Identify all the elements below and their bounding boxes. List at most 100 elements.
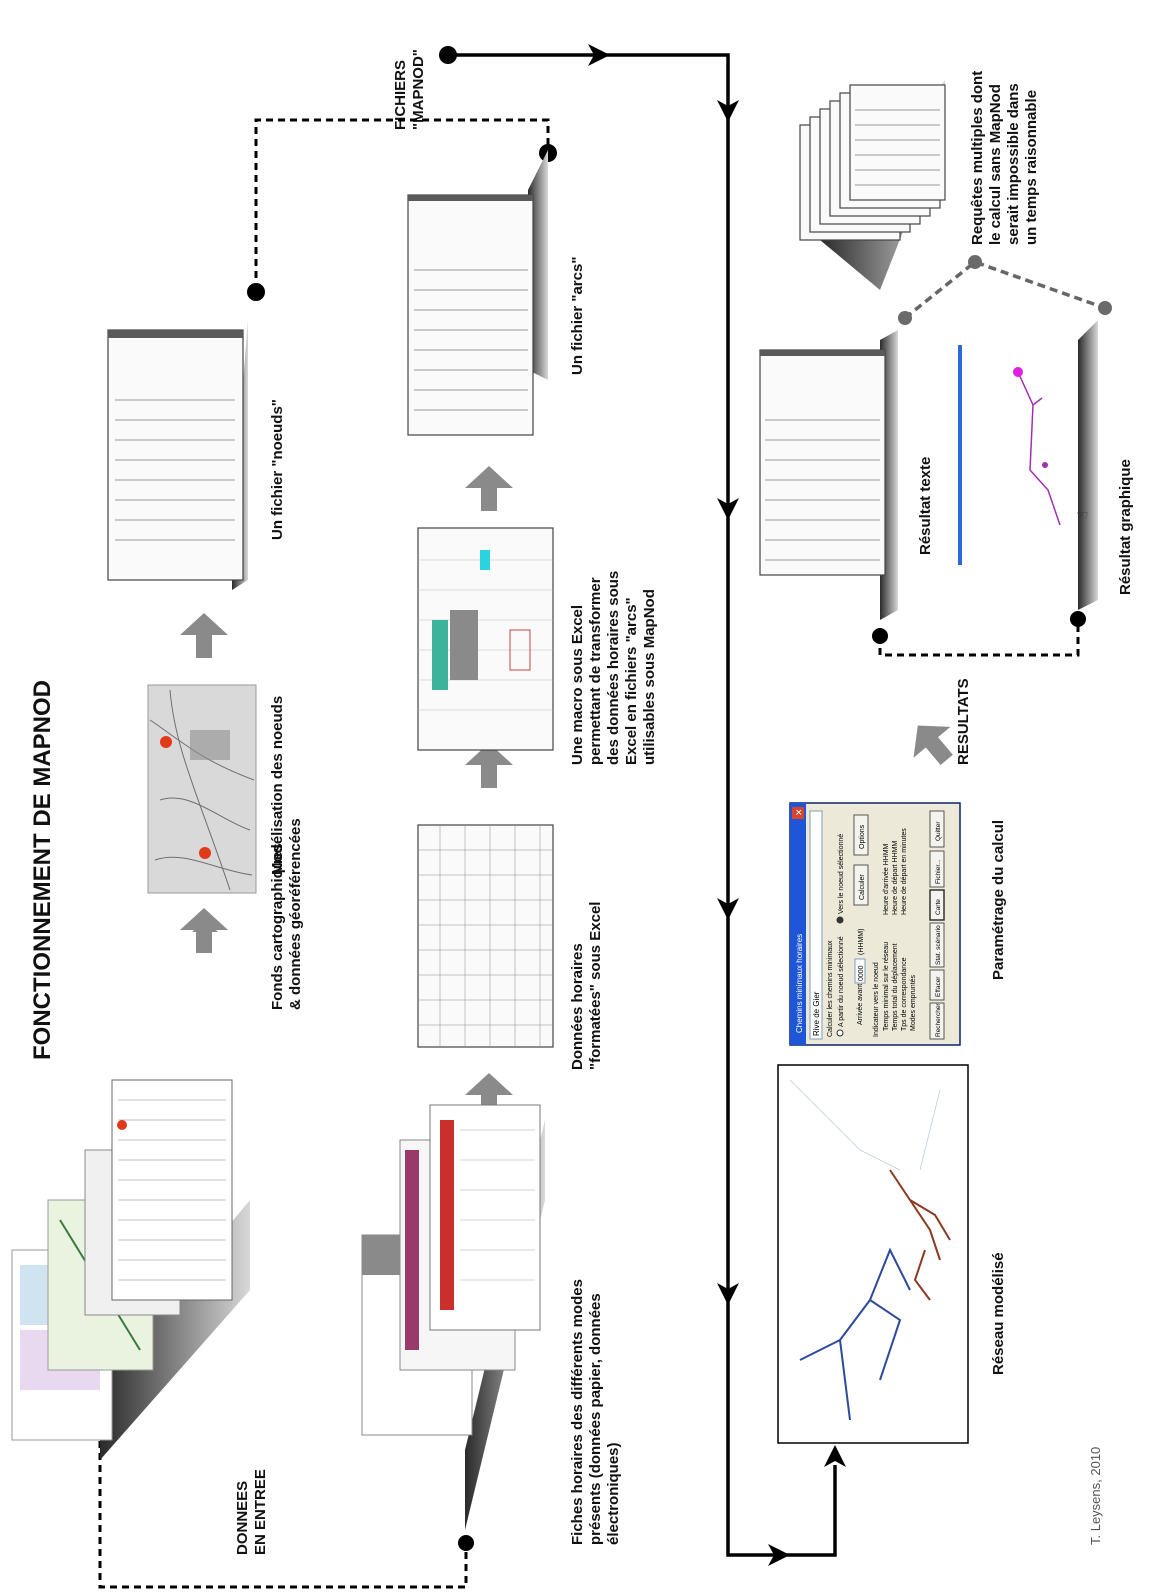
arcs-text-lines — [414, 269, 528, 411]
network-links-blue — [799, 1247, 911, 1421]
donnees-formatees-thumbnail — [417, 824, 554, 1048]
modelisation-caption: Modélisation des noeuds — [269, 696, 286, 875]
fonds-caption: Fonds cartographiques & données géoréfér… — [269, 818, 304, 1010]
svg-text:Modélisation des noeuds: Modélisation des noeuds — [269, 696, 286, 875]
carte-button[interactable] — [929, 889, 945, 921]
radio-from[interactable] — [836, 1029, 844, 1037]
mapnod-files-label: FICHIERS "MAPNOD" — [392, 49, 427, 130]
effacer-button[interactable] — [929, 969, 945, 1001]
noeuds-caption: Un fichier "noeuds" — [269, 399, 286, 540]
resultat-graphique-thumbnail: ☜ — [958, 320, 1098, 610]
connector-dot — [968, 255, 982, 269]
rechercher-button[interactable] — [929, 1002, 945, 1040]
options-label: Options — [859, 824, 866, 849]
diagram-title: FONCTIONNEMENT DE MAPNOD — [29, 680, 56, 1060]
option-item[interactable]: Heure de départ HHMM — [892, 841, 899, 915]
arrival-input[interactable] — [854, 958, 866, 984]
credit-label: T. Leysens, 2010 — [1088, 1447, 1103, 1545]
node-marker — [160, 736, 172, 748]
connector-dot — [1098, 301, 1112, 315]
request-dashed-connector — [903, 260, 1106, 320]
fiches-horaires-thumbnail — [361, 1104, 545, 1530]
svg-text:Données horaires: Données horaires — [569, 943, 586, 1070]
gray-arrow — [180, 613, 228, 658]
dialog-bottom-buttons: Rechercher Effacer Stat. scénario Carte … — [929, 810, 945, 1040]
svg-text:& données géoréférencées: & données géoréférencées — [287, 818, 304, 1010]
svg-text:Paramétrage du calcul: Paramétrage du calcul — [990, 820, 1007, 980]
option-item[interactable]: Modes empruntés — [910, 974, 917, 1031]
svg-text:Réseau modélisé: Réseau modélisé — [990, 1252, 1007, 1375]
requetes-caption: Requêtes multiples dont le calcul sans M… — [969, 71, 1040, 245]
main-flow-line — [448, 53, 837, 1557]
svg-text:Fiches horaires des différents: Fiches horaires des différents modes — [569, 1279, 586, 1545]
connector-dot — [898, 311, 912, 325]
arcs-file-thumbnail — [407, 150, 548, 436]
parametrage-caption: Paramétrage du calcul — [990, 820, 1007, 980]
svg-text:"formatées" sous Excel: "formatées" sous Excel — [587, 902, 604, 1070]
stat-scenario-label: Stat. scénario — [935, 925, 942, 965]
svg-text:Requêtes multiples dont: Requêtes multiples dont — [969, 71, 986, 245]
svg-text:Une macro sous Excel: Une macro sous Excel — [569, 605, 586, 765]
dialog-close-button[interactable] — [792, 807, 804, 819]
gray-arrow — [913, 725, 953, 766]
dialog-field[interactable] — [809, 810, 823, 1040]
svg-text:présents (données papier, donn: présents (données papier, données — [587, 1293, 604, 1545]
arrival-label: Arrivée avant : — [857, 980, 864, 1025]
fiches-caption: Fiches horaires des différents modes pré… — [569, 1279, 622, 1545]
network-links-brown — [889, 1169, 951, 1301]
quitter-button[interactable] — [929, 810, 945, 848]
option-item[interactable]: Tps de correspondance — [901, 957, 908, 1031]
requetes-multiples-thumbnail — [799, 80, 946, 290]
arrival-value: 0000 — [858, 965, 865, 981]
svg-text:serait impossible dans: serait impossible dans — [1005, 83, 1022, 245]
radio-to[interactable] — [836, 916, 844, 924]
svg-text:FICHIERS: FICHIERS — [392, 60, 409, 130]
radio-from-label: A partir du noeud sélectionné — [838, 936, 845, 1027]
reseau-caption: Réseau modélisé — [990, 1252, 1007, 1375]
option-item[interactable]: Heure d'arrivée HHMM — [883, 843, 890, 915]
flow-start-dot — [439, 46, 457, 64]
dialog-field-value: Rive de Gier — [812, 991, 821, 1036]
connector-dot — [458, 1535, 474, 1551]
spreadsheet-grid — [418, 825, 553, 1047]
dialog-title: Chemins minimaux horaires — [795, 934, 804, 1033]
connector-dot — [1070, 611, 1086, 627]
resultat-texte-thumbnail — [759, 330, 898, 620]
mapnod-dashed-connector — [254, 118, 550, 290]
stat-scenario-button[interactable] — [929, 922, 945, 968]
svg-text:utilisables sous MapNod: utilisables sous MapNod — [641, 589, 658, 765]
reseau-modelise-thumbnail — [777, 1064, 969, 1444]
option-item[interactable]: Temps minimal sur le réseau — [883, 942, 890, 1031]
svg-text:Fonds cartographiques: Fonds cartographiques — [269, 843, 286, 1010]
carte-label: Carte — [935, 899, 942, 915]
connector-dot — [247, 283, 265, 301]
svg-text:un temps raisonnable: un temps raisonnable — [1023, 90, 1040, 245]
connector-dot — [872, 628, 888, 644]
modelisation-thumbnail — [147, 684, 257, 894]
input-dashed-connector — [98, 1405, 468, 1589]
gray-arrow — [465, 466, 513, 511]
calculer-label: Calculer — [859, 874, 866, 900]
parametrage-dialog: Chemins minimaux horaires ✕ Rive de Gier… — [789, 802, 961, 1046]
macro-thumbnail — [417, 527, 554, 751]
svg-text:électroniques): électroniques) — [605, 1442, 622, 1545]
node-marker — [199, 847, 211, 859]
gray-arrow — [180, 908, 228, 953]
dialog-group-label: Calculer les chemins minimaux — [827, 940, 834, 1037]
effacer-label: Effacer — [935, 976, 942, 997]
fichier-button[interactable] — [929, 850, 945, 888]
noeuds-file-thumbnail — [107, 320, 248, 590]
svg-text:Un fichier "arcs": Un fichier "arcs" — [569, 257, 586, 375]
svg-text:Un fichier "noeuds": Un fichier "noeuds" — [269, 399, 286, 540]
svg-text:le calcul sans MapNod: le calcul sans MapNod — [987, 84, 1004, 245]
svg-text:Résultat texte: Résultat texte — [917, 457, 934, 555]
options-button[interactable] — [853, 814, 869, 856]
option-item[interactable]: Temps total du déplacement — [892, 943, 899, 1031]
donnees-formatees-caption: Données horaires "formatées" sous Excel — [569, 902, 604, 1070]
calculer-button[interactable] — [853, 864, 869, 906]
rechercher-label: Rechercher — [935, 1003, 942, 1037]
svg-text:permettant de transformer: permettant de transformer — [587, 577, 604, 765]
svg-text:des données horaires sous: des données horaires sous — [605, 571, 622, 765]
option-item[interactable]: Heure de départ en minutes — [901, 828, 908, 915]
